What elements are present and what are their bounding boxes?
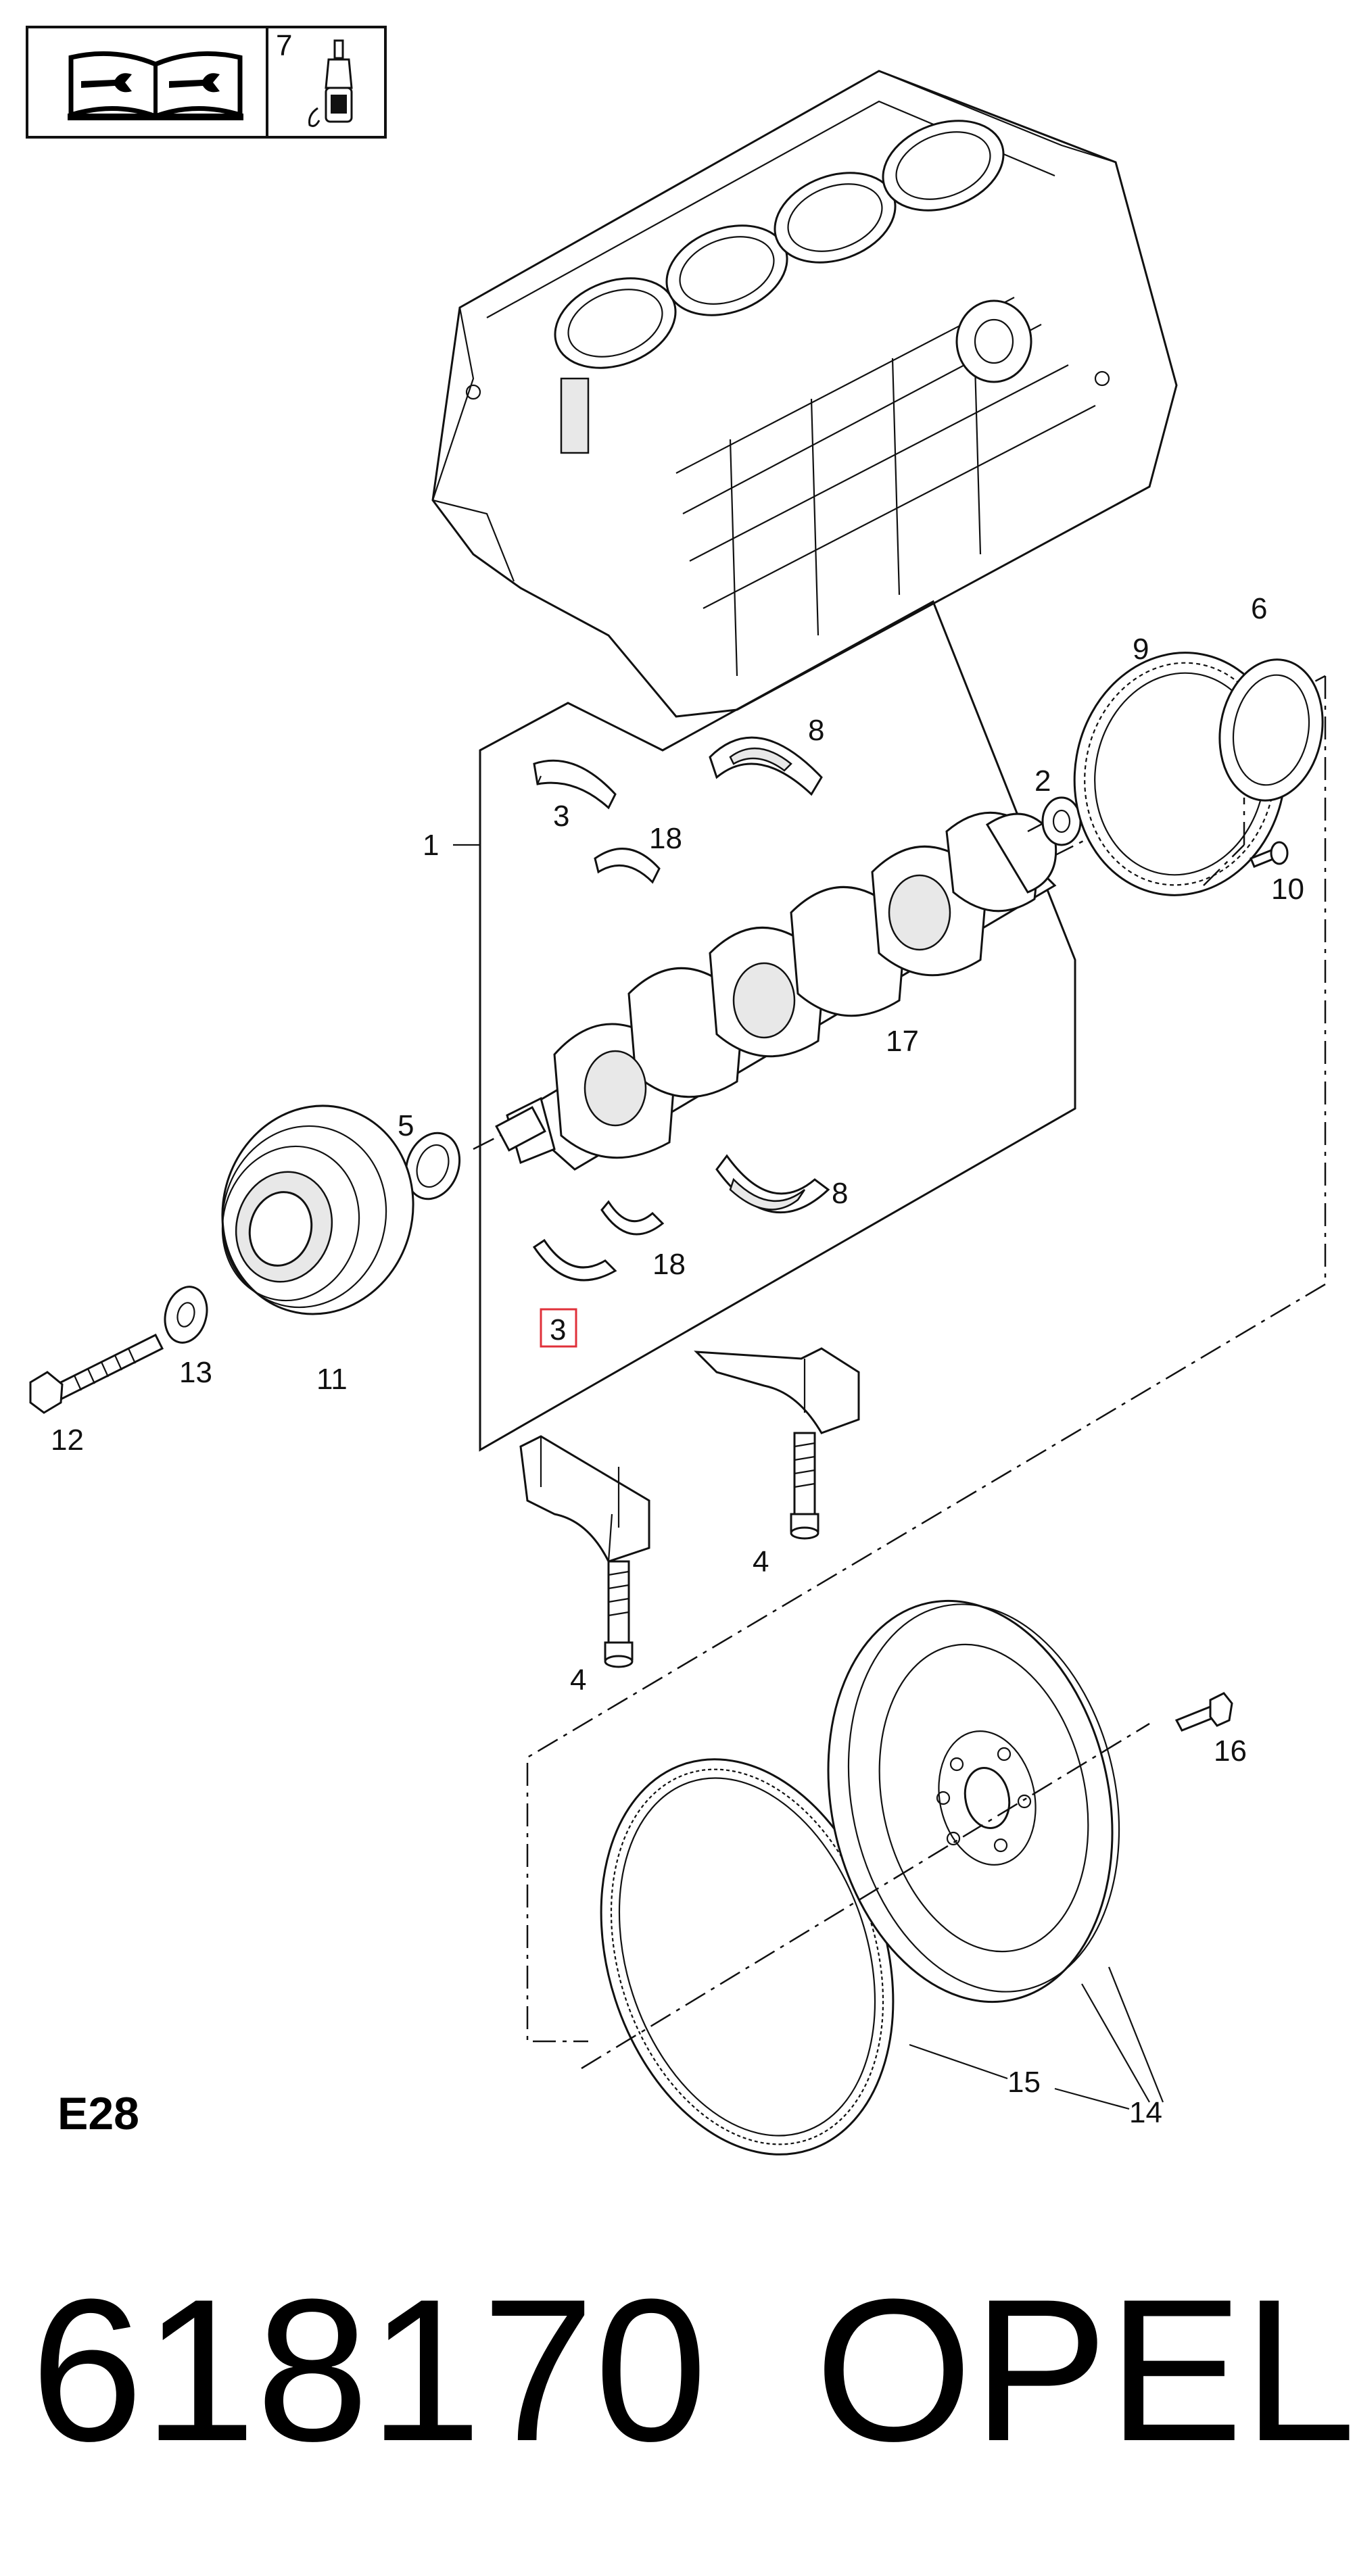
sprocket-2 — [1041, 796, 1082, 846]
callout-9: 9 — [1133, 633, 1149, 666]
legend-box: 7 — [26, 26, 387, 139]
bearing-cap-front — [519, 1347, 860, 1563]
callout-6: 6 — [1251, 592, 1267, 625]
callout-4b: 4 — [753, 1545, 769, 1578]
pulley-washer — [164, 1286, 208, 1344]
sealant-bottle-icon — [308, 39, 353, 127]
bearing-shell-8-upper — [709, 736, 823, 796]
callout-17: 17 — [886, 1025, 919, 1058]
callout-8b: 8 — [832, 1177, 848, 1210]
callout-18b: 18 — [652, 1248, 686, 1281]
callout-8a: 8 — [808, 714, 824, 747]
callout-2: 2 — [1035, 764, 1051, 798]
bearing-bolt-rear — [790, 1359, 819, 1540]
pulley-bolt — [29, 1333, 164, 1414]
callout-15: 15 — [1007, 2066, 1041, 2099]
callout-1: 1 — [423, 829, 439, 862]
thrust-shell-18-lower — [600, 1200, 665, 1236]
callout-11: 11 — [316, 1363, 348, 1396]
callout-12: 12 — [51, 1424, 84, 1457]
crankshaft — [473, 811, 1116, 1171]
flywheel-bolt-16 — [1174, 1692, 1233, 1732]
bearing-shell-3-lower — [532, 1238, 617, 1282]
callout-16: 16 — [1214, 1734, 1247, 1768]
callout-14: 14 — [1129, 2096, 1162, 2129]
part-number: 618170 — [30, 2256, 707, 2483]
thrust-shell-18-upper — [594, 848, 661, 884]
flywheel-14 — [827, 1599, 1120, 2003]
callout-3a: 3 — [553, 800, 569, 833]
highlight-box — [540, 1308, 577, 1348]
bearing-shell-3-upper — [533, 759, 617, 810]
callout-13: 13 — [179, 1356, 212, 1389]
rear-oil-seal-6 — [1218, 658, 1324, 802]
crankshaft-kit-outline — [479, 600, 1076, 1452]
front-oil-seal — [404, 1132, 461, 1200]
sealant-ref: 7 — [276, 29, 292, 62]
brand-name: OPEL — [815, 2256, 1355, 2483]
bearing-bolt-front — [604, 1467, 634, 1668]
crankshaft-pulley — [221, 1104, 414, 1315]
callout-4a: 4 — [570, 1663, 586, 1697]
bearing-shell-8-lower — [715, 1154, 830, 1214]
screw-10 — [1250, 841, 1289, 868]
assembly-leader — [526, 676, 1327, 2043]
callout-18a: 18 — [649, 822, 682, 855]
engine-block — [431, 70, 1178, 718]
diagram-code: E28 — [57, 2088, 139, 2139]
callout-5: 5 — [398, 1109, 414, 1142]
workshop-manual-icon — [68, 51, 243, 120]
callout-10: 10 — [1271, 873, 1304, 906]
ring-gear-15 — [600, 1758, 895, 2156]
callout-3b-highlighted: 3 — [550, 1313, 566, 1346]
